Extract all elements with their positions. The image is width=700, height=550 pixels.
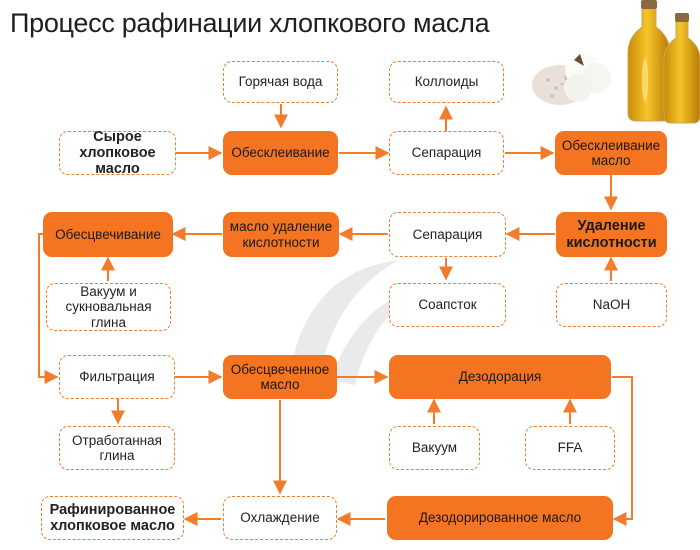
- node-deacidified-oil: масло удаление кислотности: [223, 212, 339, 257]
- node-spent-clay: Отработанная глина: [59, 426, 175, 470]
- node-deodorization: Дезодорация: [389, 355, 611, 399]
- node-hot-water: Горячая вода: [223, 61, 338, 103]
- node-vacuum: Вакуум: [389, 426, 480, 470]
- node-deodorized-oil: Дезодорированное масло: [387, 496, 613, 540]
- node-separation-1: Сепарация: [389, 131, 504, 175]
- node-deacidification: Удаление кислотности: [556, 212, 667, 257]
- node-bleaching: Обесцвечивание: [43, 212, 173, 257]
- node-naoh: NaOH: [556, 283, 667, 327]
- page-title: Процесс рафинации хлопкового масла: [10, 8, 490, 38]
- node-colloids: Коллоиды: [389, 61, 504, 103]
- node-bleached-oil: Обесцвеченное масло: [223, 355, 337, 399]
- node-cooling: Охлаждение: [223, 496, 337, 540]
- node-soapstock: Соапсток: [389, 283, 506, 327]
- node-ffa: FFA: [525, 426, 615, 470]
- node-degummed-oil: Обесклеивание масло: [555, 131, 667, 175]
- node-degumming: Обесклеивание: [223, 131, 338, 175]
- node-vacuum-and-clay: Вакуум и сукновальная глина: [46, 283, 171, 331]
- node-refined-cotton-oil: Рафинированное хлопковое масло: [41, 496, 184, 540]
- arrow-bleaching-to-filtration: [38, 233, 59, 384]
- node-crude-cotton-oil: Сырое хлопковое масло: [59, 129, 176, 177]
- arrow-deodorization-to-deodorized-oil: [612, 376, 633, 526]
- node-separation-2: Сепарация: [389, 212, 506, 257]
- node-filtration: Фильтрация: [59, 355, 175, 399]
- watermark-logo: [290, 260, 420, 385]
- cotton-oil-photo: [532, 0, 700, 124]
